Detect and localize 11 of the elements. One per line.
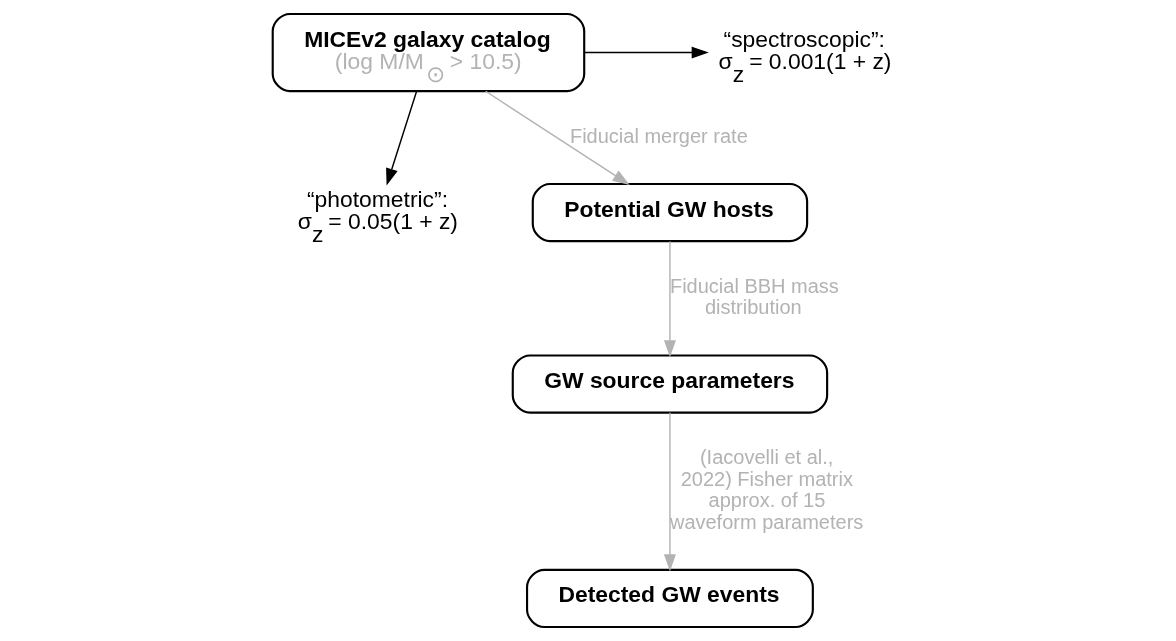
edge-label: Fiducial BBH mass distribution [669, 274, 839, 319]
arrow [484, 90, 630, 185]
node-box: GW source parameters [511, 354, 828, 414]
node-box: Detected GW events [525, 568, 814, 629]
arrow [385, 90, 417, 186]
edge-label: (Iacovelli et al., 2022) Fisher matrix approx. of 15 waveform parameters [669, 446, 863, 533]
arrow [583, 46, 709, 59]
arrow [663, 412, 676, 572]
edge-label: Fiducial merger rate [569, 124, 748, 147]
arrow [663, 240, 676, 358]
node-box: Potential GW hosts [531, 182, 808, 243]
